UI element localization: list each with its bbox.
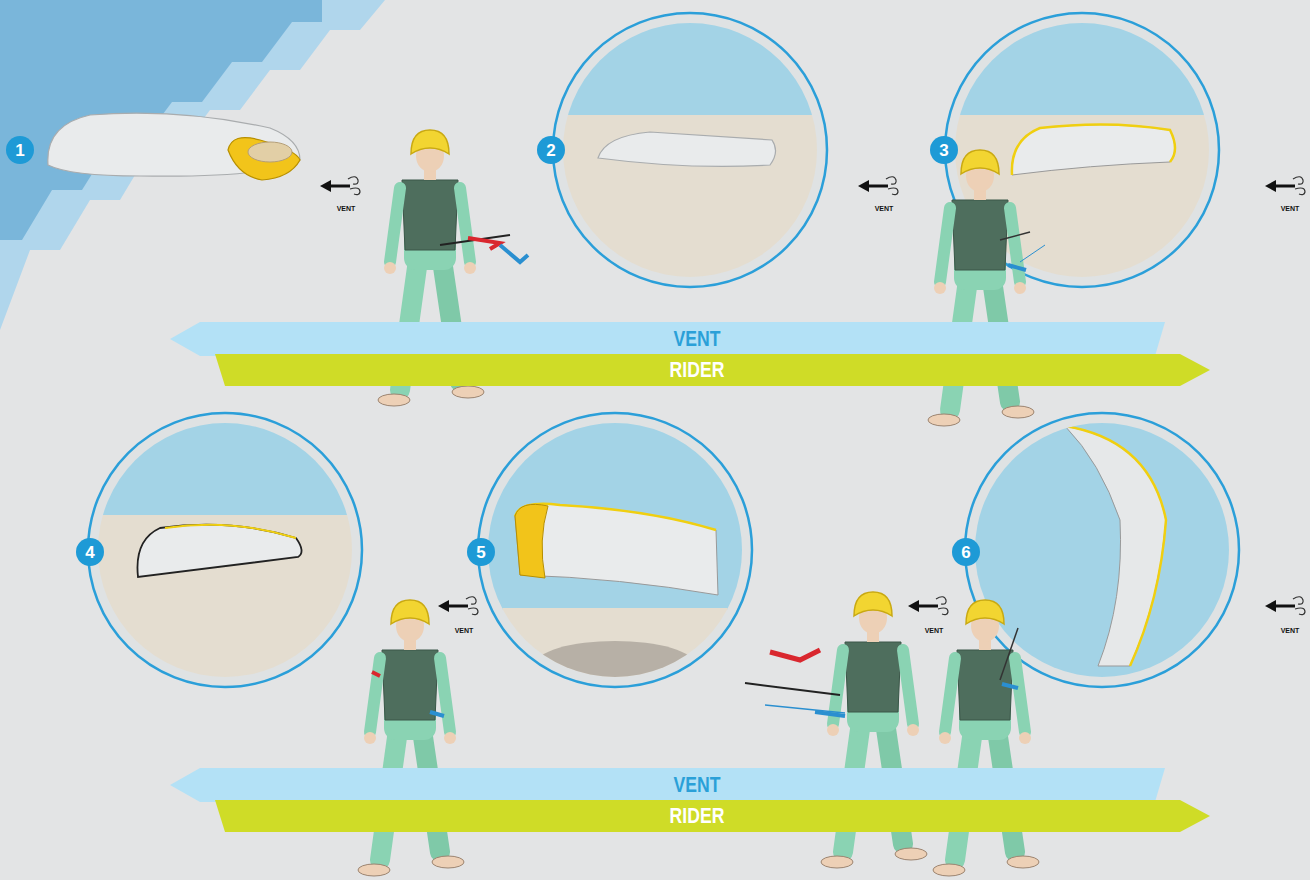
callout-number: 3 bbox=[939, 142, 948, 159]
band-label: RIDER bbox=[670, 805, 725, 827]
callout-number: 2 bbox=[546, 142, 555, 159]
band-arrow-shape bbox=[170, 768, 1165, 802]
wind-label: VENT bbox=[1281, 205, 1300, 212]
wind-label: VENT bbox=[925, 627, 944, 634]
arrow-band: VENT bbox=[170, 768, 1165, 802]
callout-number: 5 bbox=[476, 544, 485, 561]
wind-label: VENT bbox=[337, 205, 356, 212]
wind-label: VENT bbox=[875, 205, 894, 212]
callout-number: 6 bbox=[961, 544, 970, 561]
wind-label: VENT bbox=[455, 627, 474, 634]
wind-label: VENT bbox=[1281, 627, 1300, 634]
band-arrow-shape bbox=[170, 322, 1165, 356]
arrow-band: VENT bbox=[170, 322, 1165, 356]
arrow-band: RIDER bbox=[215, 800, 1210, 832]
band-label: VENT bbox=[674, 774, 721, 796]
arrow-band: RIDER bbox=[215, 354, 1210, 386]
band-label: VENT bbox=[674, 328, 721, 350]
band-label: RIDER bbox=[670, 359, 725, 381]
callout-number: 1 bbox=[15, 142, 24, 159]
callout-number: 4 bbox=[85, 544, 94, 561]
